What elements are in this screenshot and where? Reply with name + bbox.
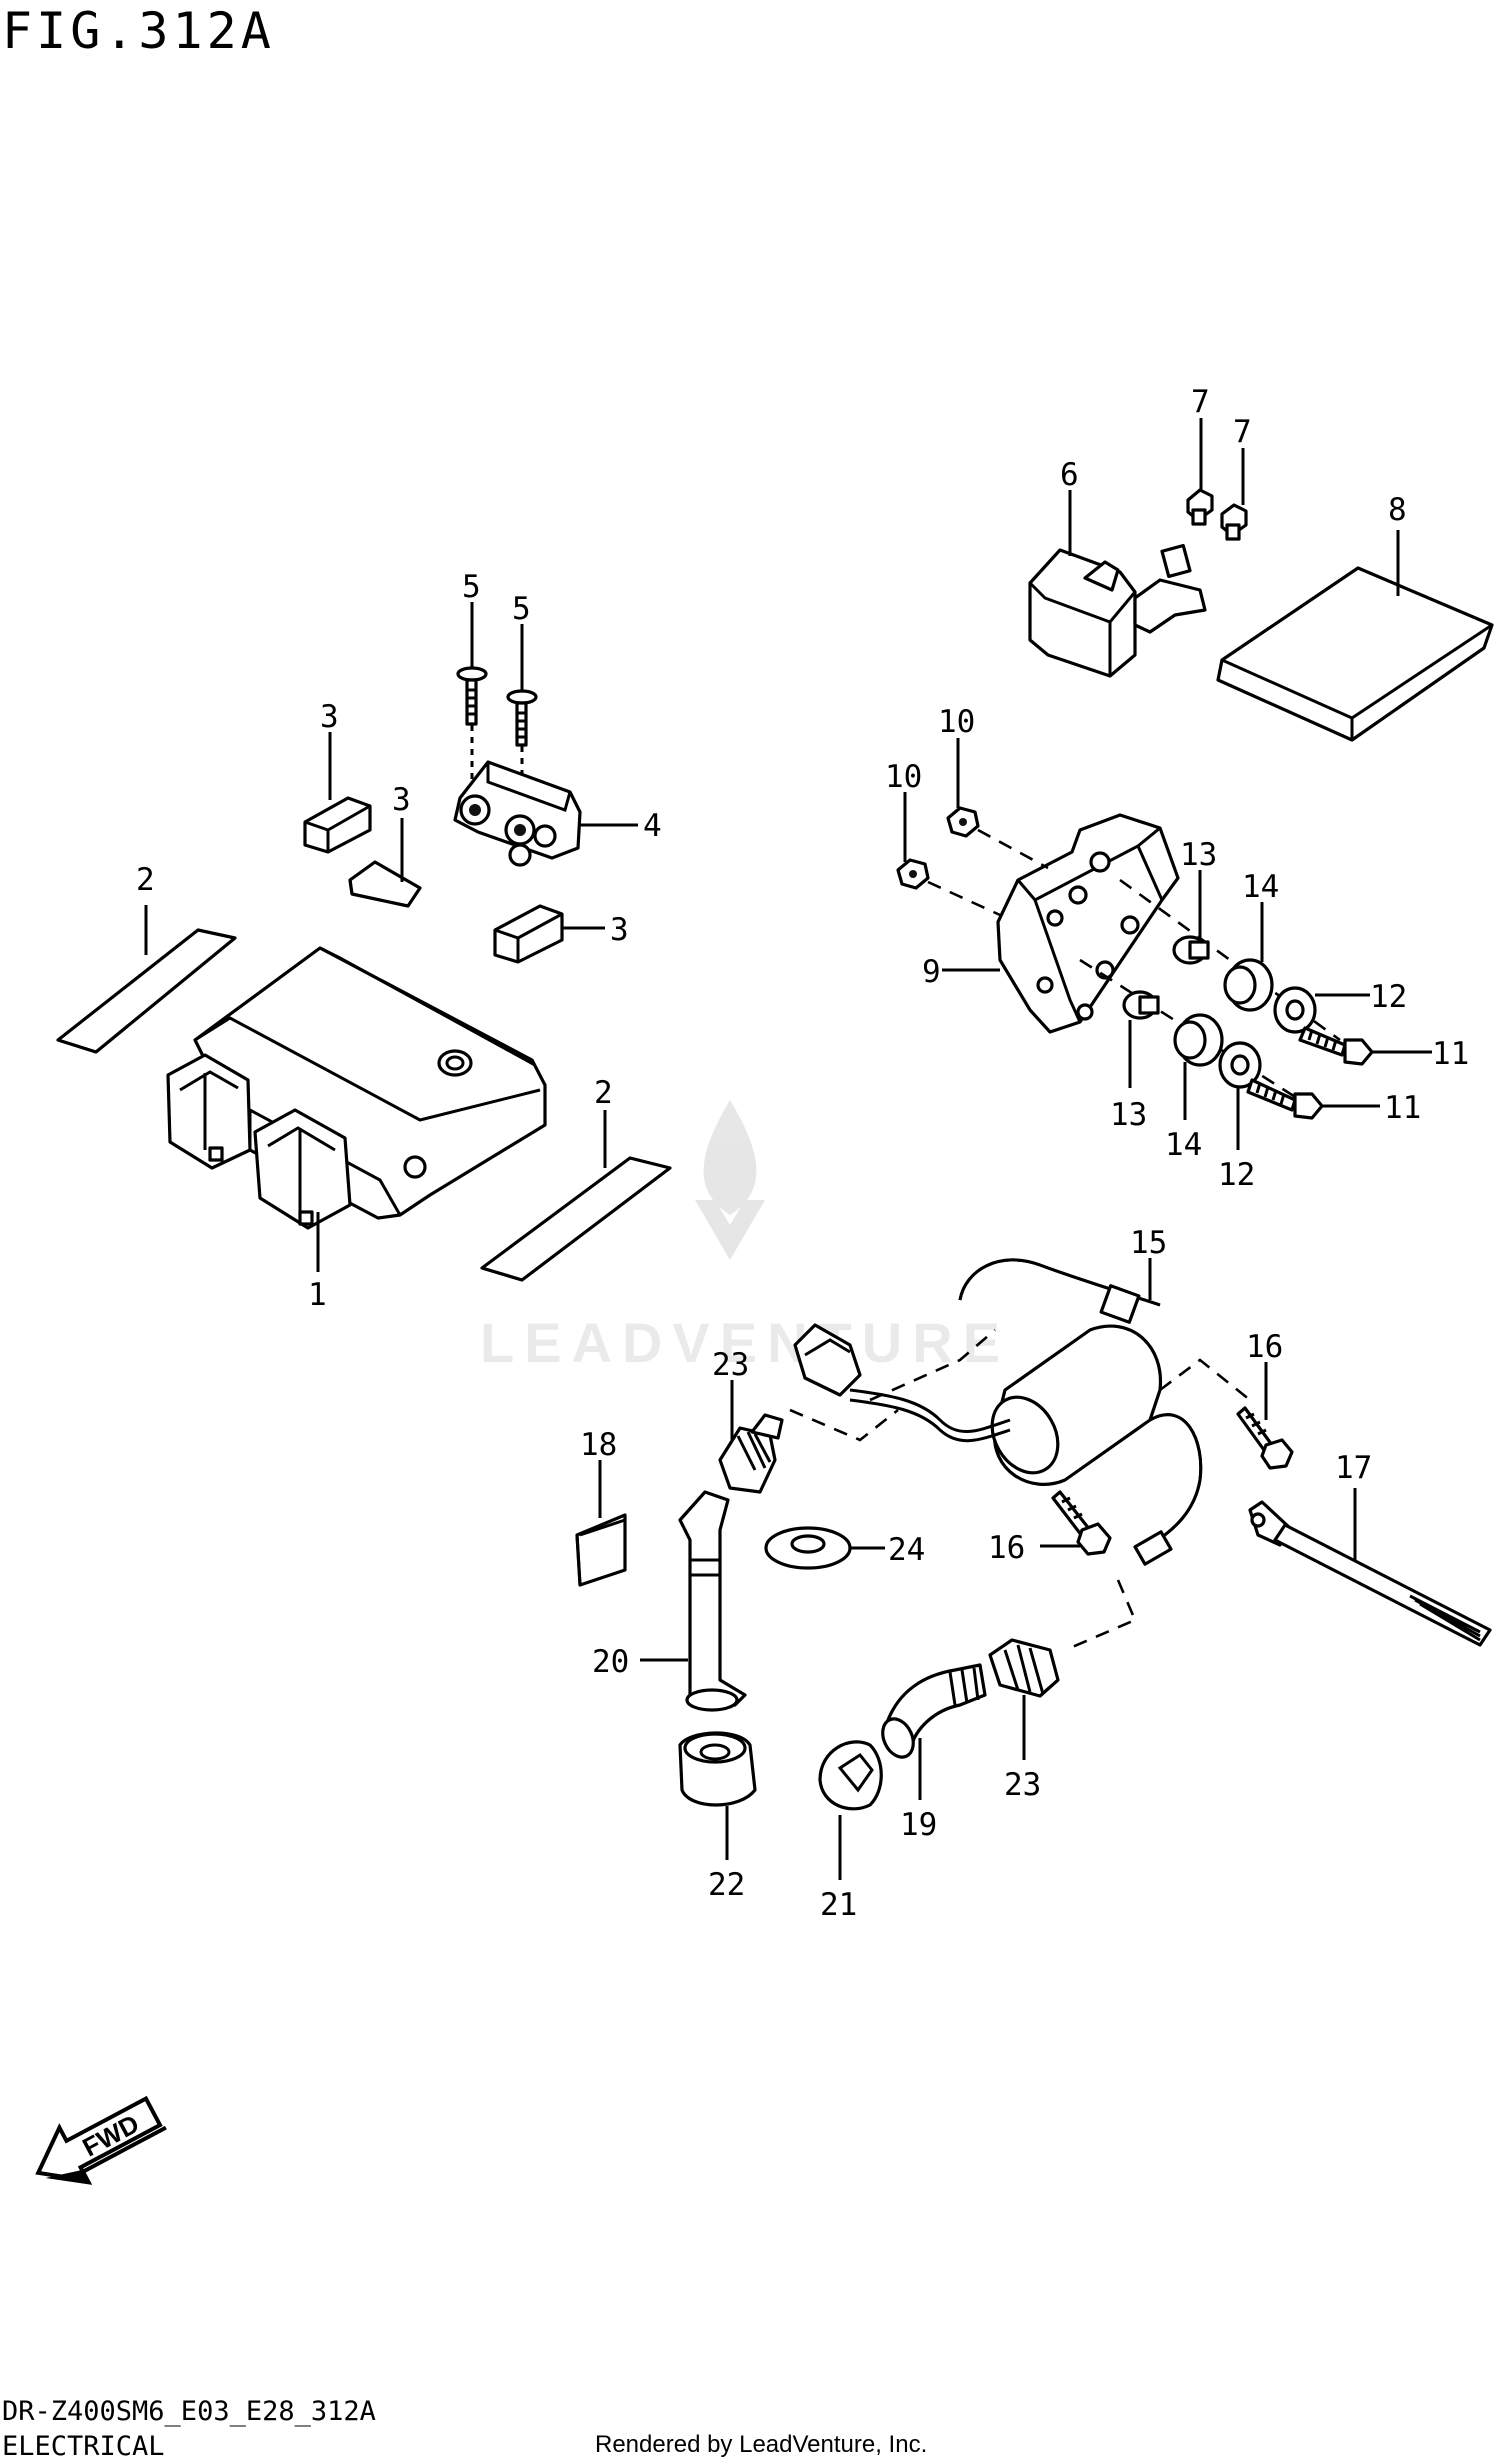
part-22-cover[interactable] [678, 1731, 757, 1807]
callout-13-upper: 13 [1180, 837, 1217, 873]
callout-11-lower: 11 [1384, 1090, 1421, 1126]
part-10-nut-b[interactable] [896, 858, 930, 890]
part-3-block-c[interactable] [493, 904, 564, 964]
part-19-plug-cap[interactable] [877, 1663, 987, 1762]
part-9-regulator[interactable] [996, 813, 1180, 1034]
section-title: ELECTRICAL [2, 2431, 165, 2462]
callout-3-b: 3 [392, 782, 411, 818]
callout-8: 8 [1388, 492, 1407, 528]
part-20-plug-cap[interactable] [678, 1490, 747, 1712]
callout-10-upper: 10 [938, 704, 975, 740]
callout-5-a: 5 [462, 569, 481, 605]
callout-2-lower: 2 [594, 1075, 613, 1111]
callout-10-lower: 10 [885, 759, 922, 795]
callout-17: 17 [1335, 1450, 1372, 1486]
part-11-bolt-lower[interactable] [1246, 1078, 1324, 1120]
callout-18: 18 [580, 1427, 617, 1463]
callout-12-upper: 12 [1370, 979, 1407, 1015]
part-7-screw-b[interactable] [1220, 503, 1248, 541]
part-6-relay[interactable] [1028, 543, 1207, 678]
part-14-grommet-upper[interactable] [1223, 958, 1274, 1012]
part-5-screw-b[interactable] [506, 689, 538, 747]
callout-14-upper: 14 [1242, 869, 1279, 905]
part-18-tape[interactable] [575, 1513, 627, 1587]
model-code: DR-Z400SM6_E03_E28_312A [2, 2396, 376, 2427]
part-23-cap-lower[interactable] [988, 1638, 1060, 1698]
callout-22: 22 [708, 1867, 745, 1903]
part-3-block-b[interactable] [348, 860, 422, 908]
callout-19: 19 [900, 1807, 937, 1843]
callout-21: 21 [820, 1887, 857, 1923]
callout-23-upper: 23 [712, 1347, 749, 1383]
part-10-nut-a[interactable] [946, 806, 980, 838]
watermark: LEADVENTURE [480, 1100, 1010, 1374]
part-3-block-a[interactable] [303, 796, 372, 854]
part-4-bracket[interactable] [453, 760, 582, 867]
part-12-washer-upper[interactable] [1273, 986, 1317, 1034]
part-12-washer-lower[interactable] [1218, 1041, 1262, 1089]
callout-20: 20 [592, 1644, 629, 1680]
callout-6: 6 [1060, 457, 1079, 493]
part-5-screw-a[interactable] [456, 666, 488, 726]
part-21-cover[interactable] [818, 1740, 883, 1811]
callout-7-a: 7 [1191, 384, 1210, 420]
callout-9: 9 [922, 954, 941, 990]
part-16-bolt-lower[interactable] [1051, 1490, 1112, 1556]
part-15-ignition-coil[interactable] [849, 1258, 1203, 1566]
figure-title: FIG.312A [2, 2, 275, 60]
part-1-ecm[interactable] [166, 946, 547, 1230]
callout-24: 24 [888, 1532, 925, 1568]
credit-text: Rendered by LeadVenture, Inc. [595, 2431, 927, 2458]
part-13-collar-upper[interactable] [1172, 935, 1210, 965]
part-14-grommet-lower[interactable] [1173, 1013, 1224, 1067]
callout-4: 4 [643, 808, 662, 844]
part-11-bolt-upper[interactable] [1298, 1026, 1374, 1066]
part-24-grommet[interactable] [764, 1526, 852, 1570]
part-23-cap-upper[interactable] [718, 1413, 784, 1494]
callout-14-lower: 14 [1165, 1127, 1202, 1163]
callout-3-c: 3 [610, 912, 629, 948]
part-8-pad[interactable] [1216, 566, 1494, 742]
part-2-pad-right[interactable] [480, 1156, 672, 1282]
coil-wire-connector[interactable] [793, 1323, 862, 1397]
part-2-pad-left[interactable] [56, 928, 237, 1054]
callout-12-lower: 12 [1218, 1157, 1255, 1193]
callout-16-upper: 16 [1246, 1329, 1283, 1365]
watermark-text: LEADVENTURE [480, 1311, 1010, 1374]
callout-5-b: 5 [512, 591, 531, 627]
part-13-collar-lower[interactable] [1122, 990, 1160, 1020]
callout-7-b: 7 [1233, 414, 1252, 450]
callout-16-lower: 16 [988, 1530, 1025, 1566]
callout-15: 15 [1130, 1225, 1167, 1261]
fwd-arrow-icon: FWD [35, 2095, 167, 2185]
callout-23-lower: 23 [1004, 1767, 1041, 1803]
callout-2-upper: 2 [136, 862, 155, 898]
part-16-bolt-upper[interactable] [1236, 1406, 1294, 1470]
callout-3-a: 3 [320, 699, 339, 735]
callout-11-upper: 11 [1432, 1036, 1469, 1072]
part-7-screw-a[interactable] [1186, 488, 1214, 526]
callout-1: 1 [308, 1277, 327, 1313]
callout-13-lower: 13 [1110, 1097, 1147, 1133]
part-17-cable-tie[interactable] [1248, 1500, 1492, 1647]
